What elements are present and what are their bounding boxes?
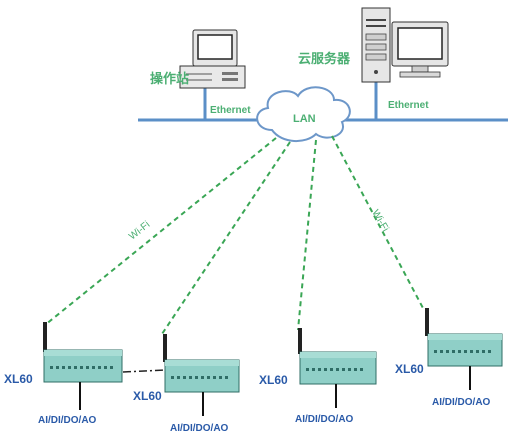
- device-4-name: XL60: [395, 362, 424, 376]
- xl60-device-4: [425, 308, 503, 390]
- device-1-name: XL60: [4, 372, 33, 386]
- wifi-link-1: [44, 137, 277, 326]
- operator-station-label: 操作站: [150, 71, 189, 86]
- device-1-io: AI/DI/DO/AO: [38, 415, 97, 426]
- lan-cloud-icon: [256, 86, 351, 142]
- wifi-link-3: [297, 139, 317, 331]
- xl60-device-1: [43, 322, 123, 410]
- cloud-server-label: 云服务器: [298, 51, 351, 66]
- cloud-server-icon: [361, 7, 449, 83]
- lan-label: LAN: [293, 113, 316, 125]
- ethernet-right-label: Ethernet: [388, 100, 429, 111]
- device-2-name: XL60: [133, 389, 162, 403]
- ethernet-left-label: Ethernet: [210, 105, 251, 116]
- xl60-device-2: [163, 334, 240, 416]
- device-2-io: AI/DI/DO/AO: [170, 423, 229, 434]
- operator-station-computer-icon: [179, 29, 246, 89]
- wifi-link-2: [161, 141, 291, 335]
- wifi-right-label: Wi-Fi: [369, 208, 390, 234]
- wifi-link-4: [331, 135, 425, 311]
- device-3-name: XL60: [259, 373, 288, 387]
- device-link-1-2: [122, 369, 166, 373]
- xl60-device-3: [298, 328, 377, 408]
- device-3-io: AI/DI/DO/AO: [295, 414, 354, 425]
- wifi-links: [44, 135, 425, 335]
- wifi-left-label: Wi-Fi: [127, 219, 152, 242]
- device-4-io: AI/DI/DO/AO: [432, 397, 491, 408]
